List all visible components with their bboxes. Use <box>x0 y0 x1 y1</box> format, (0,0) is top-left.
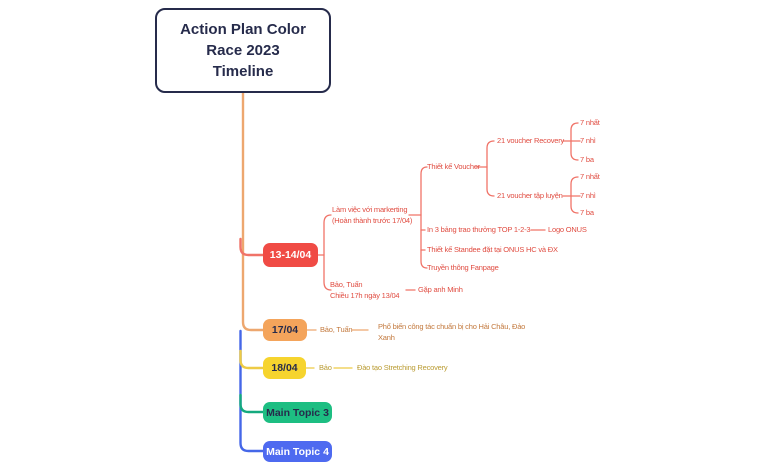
subtopic-marketing[interactable]: Làm việc với markerting (Hoàn thành trướ… <box>332 204 412 226</box>
leaf-logo-onus[interactable]: Logo ONUS <box>548 225 587 234</box>
leaf-recovery-third[interactable]: 7 ba <box>580 155 594 164</box>
subtopic-standee[interactable]: Thiết kế Standee đặt tại ONUS HC và ĐX <box>427 245 558 254</box>
subtopic-print-boards[interactable]: In 3 bảng trao thưởng TOP 1-2-3 <box>427 225 531 234</box>
subtopic-meeting-line2: Chiều 17h ngày 13/04 <box>330 291 400 300</box>
trunk-orange <box>241 91 265 332</box>
topic-node-13-14-04[interactable]: 13-14/04 <box>263 243 318 267</box>
branch-elbow-yellow <box>239 349 265 370</box>
leaf-training-second[interactable]: 7 nhì <box>580 191 596 200</box>
topic-node-18-04[interactable]: 18/04 <box>263 357 306 379</box>
subtopic-yellow-task[interactable]: Đào tạo Stretching Recovery <box>357 363 448 372</box>
subtopic-voucher-recovery[interactable]: 21 voucher Recovery <box>497 136 565 145</box>
subtopic-voucher-training[interactable]: 21 voucher tập luyện <box>497 191 563 200</box>
subtopic-meeting-line1: Bảo, Tuấn <box>330 280 363 289</box>
branch-elbow-red <box>239 237 265 257</box>
subtopic-orange-task-line1: Phổ biến công tác chuẩn bị cho Hải Châu,… <box>378 322 526 331</box>
subtopic-fanpage[interactable]: Truyền thông Fanpage <box>427 263 499 272</box>
topic-node-17-04[interactable]: 17/04 <box>263 319 307 341</box>
marketing-children-spine <box>420 166 428 269</box>
training-children-spine <box>570 176 579 214</box>
topic-node-main-3[interactable]: Main Topic 3 <box>263 402 332 423</box>
subtopic-yellow-who[interactable]: Bảo <box>319 363 332 372</box>
subtopic-meeting[interactable]: Bảo, Tuấn Chiều 17h ngày 13/04 <box>330 279 400 301</box>
subtopic-marketing-line1: Làm việc với markerting <box>332 205 408 214</box>
central-topic-line: Action Plan Color <box>180 21 306 38</box>
red-spine <box>323 214 332 291</box>
subtopic-orange-task-line2: Xanh <box>378 333 395 342</box>
subtopic-orange-who[interactable]: Bảo, Tuấn <box>320 325 353 334</box>
subtopic-orange-task[interactable]: Phổ biến công tác chuẩn bị cho Hải Châu,… <box>378 321 525 343</box>
leaf-recovery-first[interactable]: 7 nhất <box>580 118 600 127</box>
leaf-training-first[interactable]: 7 nhất <box>580 172 600 181</box>
branch-elbow-green <box>239 393 265 414</box>
central-topic[interactable]: Action Plan Color Race 2023 Timeline <box>155 8 331 93</box>
leaf-training-third[interactable]: 7 ba <box>580 208 594 217</box>
topic-node-main-4[interactable]: Main Topic 4 <box>263 441 332 462</box>
voucher-children-spine <box>486 140 495 197</box>
leaf-meet-minh[interactable]: Gặp anh Minh <box>418 285 463 294</box>
leaf-recovery-second[interactable]: 7 nhì <box>580 136 596 145</box>
trunk-blue <box>239 329 265 453</box>
recovery-children-spine <box>570 122 579 161</box>
central-topic-line: Race 2023 <box>206 42 280 59</box>
subtopic-voucher-design[interactable]: Thiết kế Voucher <box>427 162 481 171</box>
subtopic-marketing-line2: (Hoàn thành trước 17/04) <box>332 216 413 225</box>
central-topic-line: Timeline <box>212 63 274 80</box>
